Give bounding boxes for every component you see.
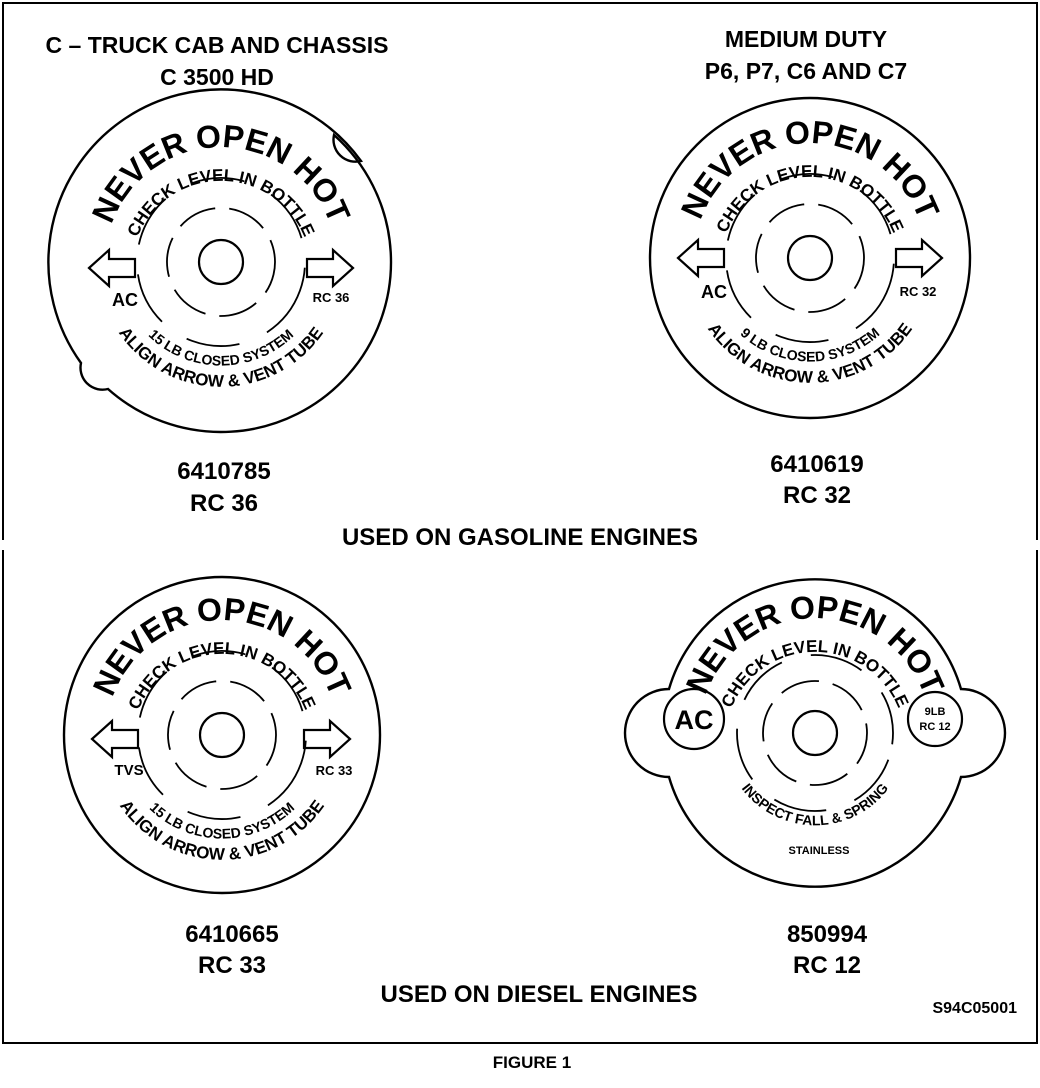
cap-right-label: RC 36: [313, 290, 350, 305]
left-arrow-icon: [676, 238, 726, 278]
cap-right-badge-line-1: 9LB: [925, 706, 946, 718]
cap-left-badge: AC: [662, 687, 726, 751]
right-arrow-icon: [305, 248, 355, 288]
cap-6410619-part-number: 6410619: [770, 451, 863, 478]
cap-material-text: STAINLESS: [789, 845, 850, 857]
cap-right-badge-line-2: RC 12: [919, 721, 950, 733]
cap-left-label: TVS: [114, 762, 143, 779]
figure-frame: [2, 2, 1038, 1044]
cap-left-label: AC: [112, 290, 138, 310]
right-arrow-icon: [894, 238, 944, 278]
cap-outline: [62, 575, 382, 895]
cap-right-label: RC 32: [900, 284, 937, 299]
cap-850994: NEVER OPEN HOT CHECK LEVEL IN BOTTLE AC …: [623, 578, 1007, 888]
header-left-line-2: C 3500 HD: [160, 64, 274, 90]
cap-outline: [623, 578, 1007, 888]
cap-outline: [47, 88, 393, 434]
section-gasoline-label: USED ON GASOLINE ENGINES: [342, 524, 698, 551]
header-right-line-1: MEDIUM DUTY: [725, 26, 887, 52]
cap-6410619: NEVER OPEN HOT CHECK LEVEL IN BOTTLE AC …: [648, 96, 972, 420]
figure-caption: FIGURE 1: [493, 1053, 571, 1072]
header-right-line-2: P6, P7, C6 AND C7: [705, 58, 907, 84]
cap-inspect-text: INSPECT FALL & SPRING: [739, 780, 891, 828]
cap-right-label: RC 33: [316, 763, 353, 778]
cap-6410665-rc-code: RC 33: [198, 952, 266, 979]
cap-left-badge-text: AC: [675, 705, 714, 735]
cap-6410785: NEVER OPEN HOT CHECK LEVEL IN BOTTLE AC …: [47, 88, 393, 434]
cap-6410785-part-number: 6410785: [177, 458, 270, 485]
cap-850994-rc-code: RC 12: [793, 952, 861, 979]
header-right: MEDIUM DUTY P6, P7, C6 AND C7: [705, 26, 907, 84]
cap-6410619-rc-code: RC 32: [783, 482, 851, 509]
left-arrow-icon: [87, 248, 137, 288]
cap-6410665-part-number: 6410665: [185, 921, 278, 948]
cap-left-label: AC: [701, 282, 727, 302]
section-diesel-label: USED ON DIESEL ENGINES: [381, 981, 698, 1008]
header-left: C – TRUCK CAB AND CHASSIS C 3500 HD: [46, 32, 389, 90]
cap-right-badge: 9LB RC 12: [906, 690, 964, 748]
figure-code: S94C05001: [932, 1000, 1017, 1017]
cap-6410785-rc-code: RC 36: [190, 490, 258, 517]
cap-outline: [648, 96, 972, 420]
header-left-line-1: C – TRUCK CAB AND CHASSIS: [46, 32, 389, 58]
cap-850994-part-number: 850994: [787, 921, 868, 948]
right-arrow-icon: [302, 719, 352, 759]
left-arrow-icon: [90, 719, 140, 759]
cap-6410665: NEVER OPEN HOT CHECK LEVEL IN BOTTLE TVS…: [62, 575, 382, 895]
